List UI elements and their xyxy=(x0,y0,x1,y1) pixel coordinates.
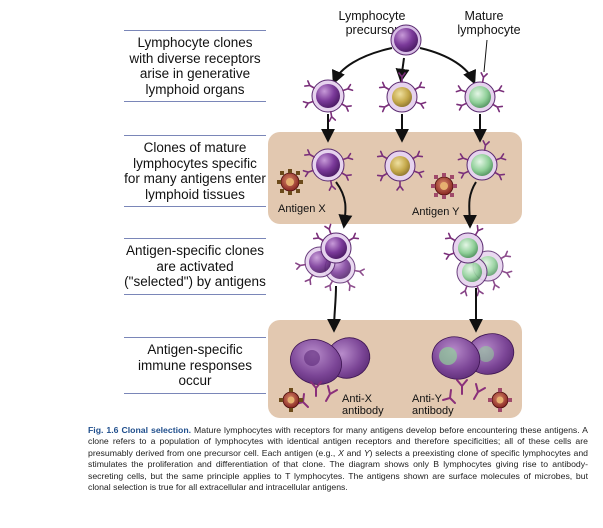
activated-clone-x xyxy=(295,223,365,292)
activated-clone-y xyxy=(443,224,513,297)
arrow-clone-y-activation xyxy=(462,181,477,229)
antigen-y-microbe-icon xyxy=(431,173,457,199)
caption-y: Y xyxy=(363,447,370,458)
stage-label-response: Antigen-specific immune responses occur xyxy=(124,337,266,394)
caption-x: X xyxy=(338,447,344,458)
mature-label-pointer xyxy=(483,39,488,73)
clonal-selection-diagram: Lymphocyte precursor Mature lymphocyte xyxy=(268,9,522,418)
anti-x-label-line2: antibody xyxy=(342,405,384,417)
figure-title: Clonal selection. xyxy=(121,425,192,435)
lymphocyte-clone-x-row1 xyxy=(302,79,354,122)
antigen-x-microbe-icon xyxy=(277,169,303,195)
anti-y-antibodies xyxy=(442,379,486,404)
anti-y-label-line2: antibody xyxy=(412,405,454,417)
precursor-label-line1: Lymphocyte xyxy=(339,9,406,23)
stage-label-activation: Antigen-specific clones are activated ("… xyxy=(124,238,266,295)
caption-and: and xyxy=(346,447,362,458)
caption-text-part1: Mature lymphocytes with receptors for ma… xyxy=(88,425,588,458)
antigen-x-label: Antigen X xyxy=(278,203,326,215)
lymphocyte-clone-y-row2 xyxy=(457,140,507,181)
lymphocyte-clone-x-row2 xyxy=(302,148,354,191)
arrow-clone-x-activation xyxy=(335,181,353,229)
plasma-cells-x xyxy=(290,337,371,385)
caption-text-part2: ) selects a preexisting clone of specifi… xyxy=(88,447,588,493)
anti-x-label-line1: Anti-X xyxy=(342,393,373,405)
mature-label-line2: lymphocyte xyxy=(457,23,520,37)
figure-number: Fig. 1.6 xyxy=(88,425,119,435)
stage-label-generative: Lymphocyte clones with diverse receptors… xyxy=(124,30,266,102)
arrow-precursor-to-clone1 xyxy=(331,47,393,85)
precursor-cell xyxy=(390,24,422,56)
antigen-y-label: Antigen Y xyxy=(412,206,460,218)
anti-y-label-line1: Anti-Y xyxy=(412,393,443,405)
antigen-x-bound-icon xyxy=(279,388,303,412)
lymphocyte-clone-other-row1 xyxy=(378,72,427,113)
plasma-cells-y xyxy=(431,333,515,380)
antigen-y-bound-icon xyxy=(488,388,512,412)
figure-caption: Fig. 1.6 Clonal selection. Mature lympho… xyxy=(88,425,588,493)
lymphocyte-clone-y-row1 xyxy=(455,72,505,113)
mature-label-line1: Mature xyxy=(465,9,504,23)
arrow-clone-x-response xyxy=(327,285,342,333)
lymphocyte-clone-other-row2 xyxy=(376,150,425,191)
stage-label-mature-clones: Clones of mature lymphocytes specific fo… xyxy=(124,135,266,207)
precursor-label-line2: precursor xyxy=(346,23,399,37)
arrow-precursor-to-clone3 xyxy=(419,47,477,85)
